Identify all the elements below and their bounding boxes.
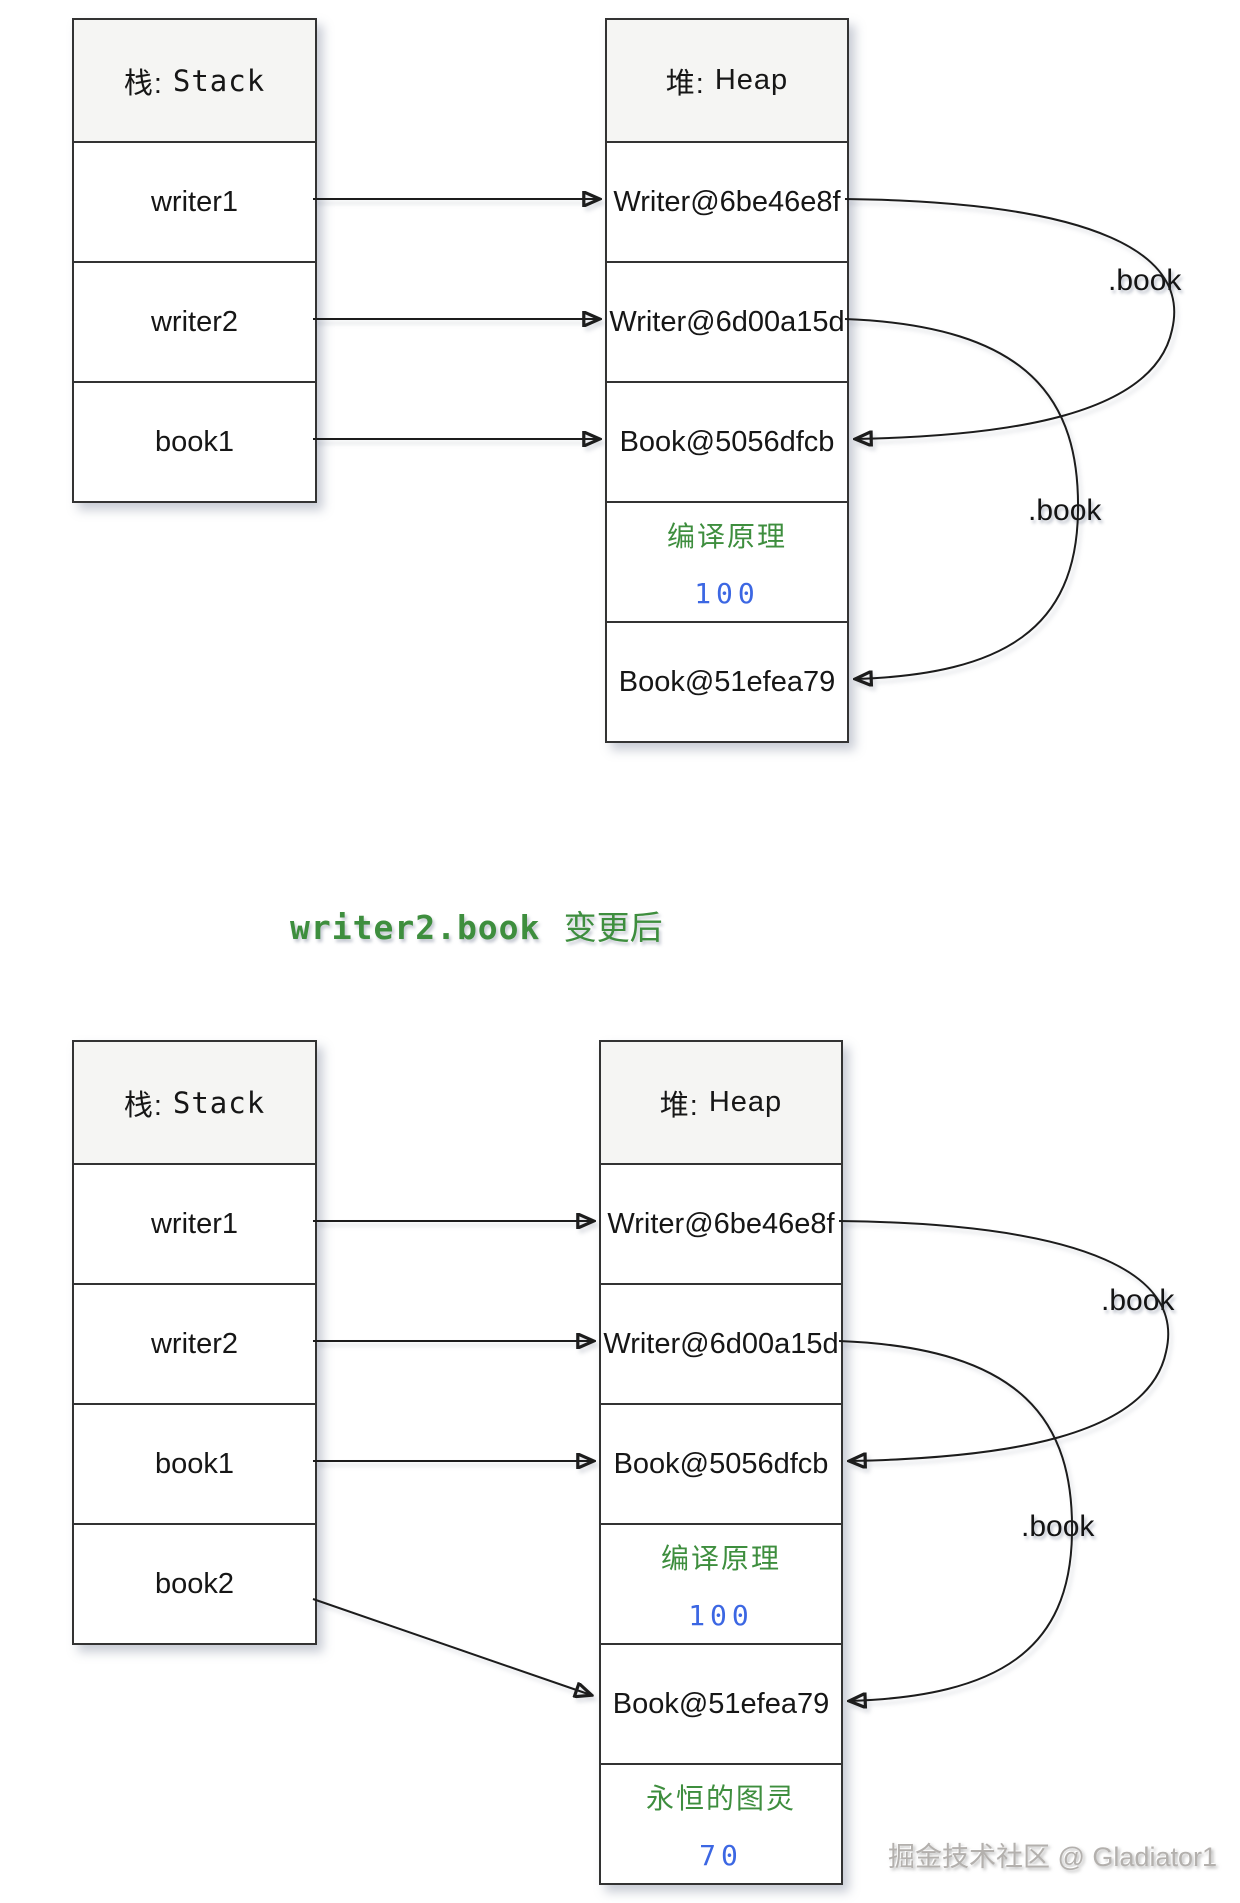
bottom-heap-book1-object: Book@5056dfcb (601, 1403, 841, 1523)
bottom-stack-box: 栈: Stack writer1 writer2 book1 book2 (72, 1040, 317, 1645)
top-heap-book1-object: Book@5056dfcb (607, 381, 847, 501)
bottom-stack-row-writer1: writer1 (74, 1163, 315, 1283)
bottom-heap-box: 堆: Heap Writer@6be46e8f Writer@6d00a15d … (599, 1040, 843, 1885)
bottom-book-ref-label-1: .book (1101, 1284, 1175, 1317)
top-heap-writer1-object: Writer@6be46e8f (607, 141, 847, 261)
heap-header-zh: 堆: (659, 1089, 699, 1122)
bottom-heap-book1-fields: 编译原理 100 (601, 1523, 841, 1643)
community-watermark: 掘金技术社区 @ Gladiator1 (888, 1842, 1217, 1872)
bottom-heap-writer2-object: Writer@6d00a15d (601, 1283, 841, 1403)
heap-header-en: Heap (708, 1086, 783, 1118)
stack-header-zh: 栈: (123, 67, 163, 100)
book-price-field: 100 (694, 576, 760, 610)
arrow-bottom-book2 (312, 1598, 591, 1695)
book-title-field: 永恒的图灵 (645, 1782, 796, 1814)
book-price-field: 100 (688, 1598, 754, 1632)
top-book-ref-label-2: .book (1028, 494, 1102, 527)
bottom-heap-header: 堆: Heap (601, 1042, 841, 1163)
top-book-ref-label-1: .book (1108, 264, 1182, 297)
bottom-heap-writer1-object: Writer@6be46e8f (601, 1163, 841, 1283)
bottom-stack-row-writer2: writer2 (74, 1283, 315, 1403)
heap-header-zh: 堆: (665, 67, 705, 100)
bottom-stack-row-book2: book2 (74, 1523, 315, 1643)
book-title-field: 编译原理 (666, 520, 787, 552)
book-price-field: 70 (699, 1838, 743, 1872)
stack-header-en: Stack (172, 63, 266, 98)
bottom-book-ref-label-2: .book (1021, 1510, 1095, 1543)
curve-bottom-writer1-book (838, 1220, 1170, 1461)
bottom-heap-book2-object: Book@51efea79 (601, 1643, 841, 1763)
top-stack-row-book1: book1 (74, 381, 315, 501)
top-heap-header: 堆: Heap (607, 20, 847, 141)
top-heap-book1-fields: 编译原理 100 (607, 501, 847, 621)
top-stack-row-writer1: writer1 (74, 141, 315, 261)
top-stack-row-writer2: writer2 (74, 261, 315, 381)
curve-top-writer1-book (844, 198, 1176, 439)
bottom-stack-row-book1: book1 (74, 1403, 315, 1523)
stack-header-en: Stack (172, 1085, 266, 1120)
top-heap-writer2-object: Writer@6d00a15d (607, 261, 847, 381)
bottom-stack-header: 栈: Stack (74, 1042, 315, 1163)
top-heap-box: 堆: Heap Writer@6be46e8f Writer@6d00a15d … (605, 18, 849, 743)
top-stack-header: 栈: Stack (74, 20, 315, 141)
top-stack-box: 栈: Stack writer1 writer2 book1 (72, 18, 317, 503)
caption-suffix: 变更后 (563, 909, 663, 946)
caption-code: writer2.book (290, 908, 541, 947)
top-heap-book2-object: Book@51efea79 (607, 621, 847, 741)
book-title-field: 编译原理 (660, 1542, 781, 1574)
change-caption: writer2.book 变更后 (290, 901, 663, 949)
heap-header-en: Heap (714, 64, 789, 96)
bottom-heap-book2-fields: 永恒的图灵 70 (601, 1763, 841, 1883)
stack-header-zh: 栈: (123, 1089, 163, 1122)
